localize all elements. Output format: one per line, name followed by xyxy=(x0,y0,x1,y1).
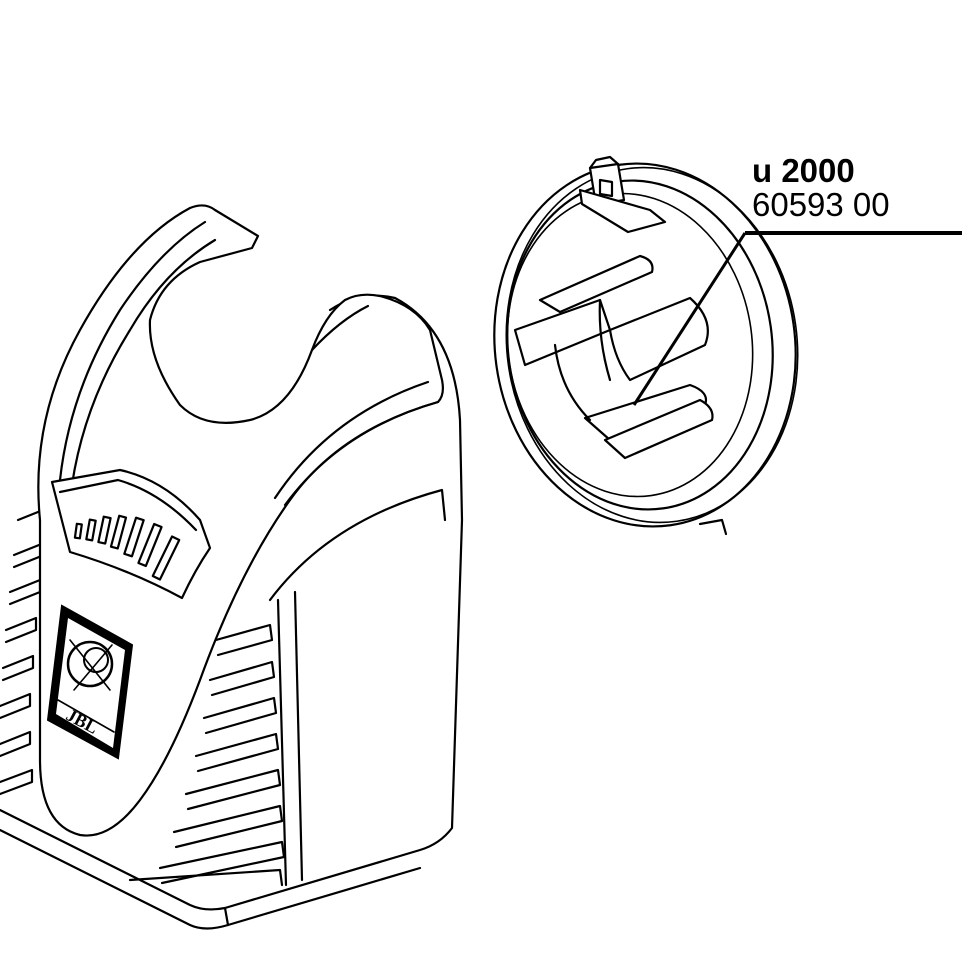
front-cover xyxy=(37,204,444,837)
model-label: u 2000 xyxy=(752,152,855,189)
impeller-cover-part xyxy=(493,155,799,536)
part-number-label: 60593 00 xyxy=(752,186,890,223)
callout-leader xyxy=(632,231,962,406)
cover-ring-outer xyxy=(493,162,797,528)
jbl-logo-badge: JBL xyxy=(46,604,134,760)
cover-clip xyxy=(578,155,667,234)
pump-housing: JBL xyxy=(0,204,464,930)
cover-vanes xyxy=(513,254,714,460)
flow-indicator xyxy=(50,468,212,600)
leader-line xyxy=(632,232,747,406)
front-grille xyxy=(128,623,286,887)
